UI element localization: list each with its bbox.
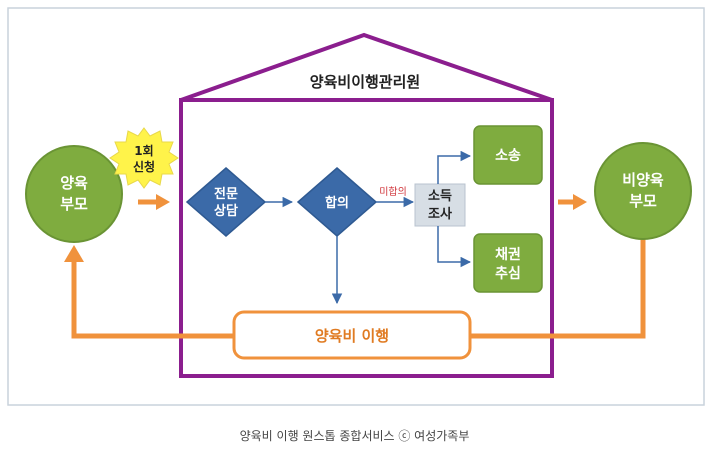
collection-line2: 추심 [495,266,521,282]
counseling-line2: 상담 [214,204,238,219]
arrow-income-to-collection [437,226,472,268]
fulfillment-label: 양육비 이행 [315,327,389,345]
collection-node [473,233,543,293]
noncustodial-parent-line1: 비양육 [622,171,664,189]
apply-once-badge [109,127,179,189]
exit-arrow-head [573,194,587,210]
counseling-node [185,167,267,237]
image-caption: 양육비 이행 원스톱 종합서비스 ⓒ 여성가족부 [239,429,470,443]
lawsuit-node [473,125,543,185]
apply-badge-line2: 신청 [133,159,155,174]
fulfillment-node [232,310,472,360]
counseling-line1: 전문 [214,186,238,202]
noncustodial-parent-node [594,142,692,240]
collection-line1: 채권 [495,247,521,263]
arrow-income-to-lawsuit [437,150,472,184]
entry-arrow-head [156,194,170,210]
no-agreement-label: 미합의 [379,186,407,198]
house-title: 양육비이행관리원 [310,73,420,91]
noncustodial-parent-line2: 부모 [629,192,657,210]
income-line1: 소득 [428,189,452,204]
income-investigation-node [414,183,466,227]
house-frame [179,98,554,378]
lawsuit-label: 소송 [495,148,521,164]
loop-arrowhead-up [64,245,84,262]
income-line2: 조사 [428,206,452,222]
custodial-parent-line1: 양육 [60,174,88,192]
apply-badge-line1: 1회 [134,143,153,158]
agreement-label: 합의 [325,195,349,211]
custodial-parent-node [25,145,123,243]
fulfillment-loop-line [71,232,646,339]
custodial-parent-line2: 부모 [60,195,88,213]
